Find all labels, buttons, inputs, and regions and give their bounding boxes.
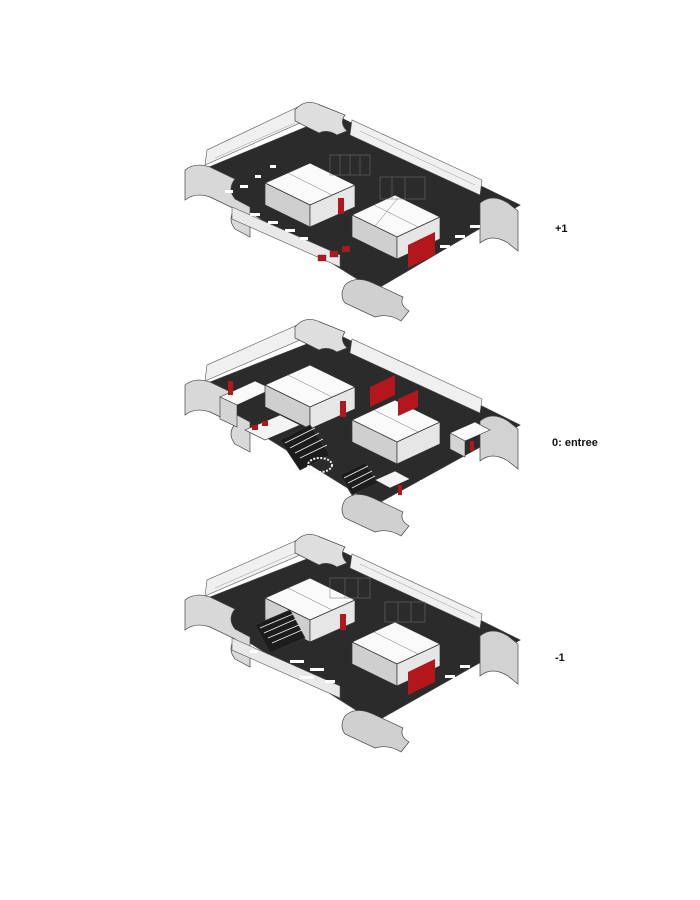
end-wall-top: [294, 534, 348, 568]
floor-ground: 0: entree: [0, 315, 700, 537]
floor-plus1-axonometric: [184, 102, 521, 322]
level-label-minus1: -1: [555, 652, 565, 664]
end-wall-bottom: [341, 710, 410, 753]
end-wall-right: [479, 630, 519, 685]
back-wall-right: [349, 338, 483, 414]
front-wall: [231, 637, 341, 699]
red-door: [338, 198, 344, 214]
end-wall-bottom: [341, 279, 410, 322]
end-wall-top: [294, 102, 348, 136]
end-wall-right: [479, 415, 519, 470]
back-wall-right: [349, 553, 483, 629]
floor-plus1: +1: [0, 95, 700, 325]
end-wall-bottom: [341, 494, 410, 537]
floor-ground-axonometric: [184, 319, 521, 537]
level-label-plus1: +1: [555, 223, 568, 235]
end-wall-right: [479, 197, 519, 252]
red-wall-panel: [408, 232, 435, 268]
floor-minus1: -1: [0, 530, 700, 760]
floor-minus1-axonometric: [184, 534, 521, 753]
end-wall-left: [184, 379, 251, 453]
round-table: [307, 457, 333, 473]
staircase: [254, 609, 306, 654]
end-wall-top: [294, 319, 348, 353]
level-label-ground: 0: entree: [552, 437, 598, 449]
